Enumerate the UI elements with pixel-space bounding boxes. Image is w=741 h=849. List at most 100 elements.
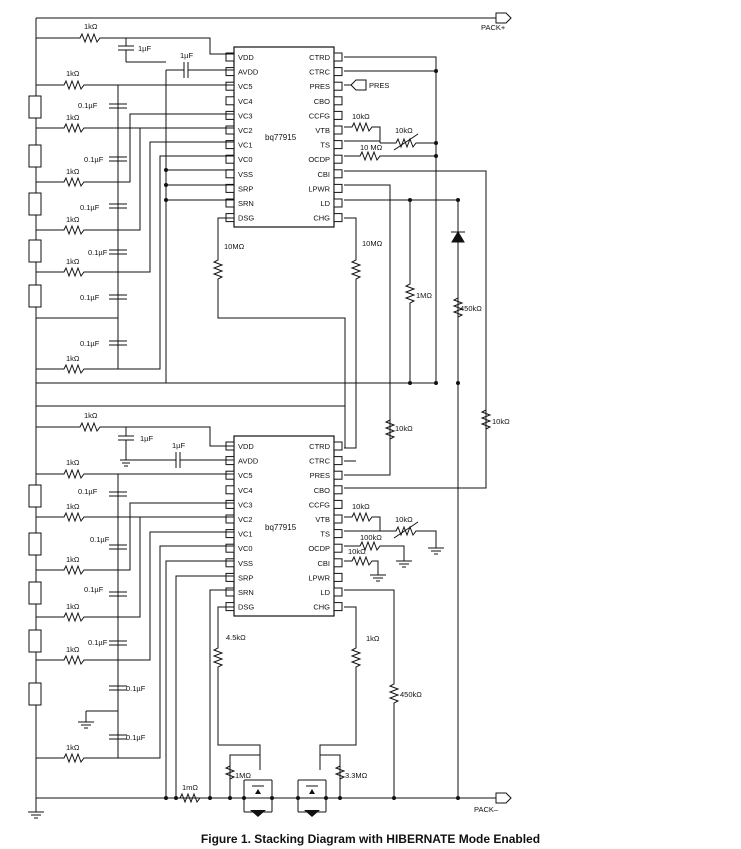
svg-text:1µF: 1µF <box>180 51 193 60</box>
svg-text:0.1µF: 0.1µF <box>80 293 100 302</box>
pin-label-ts: TS <box>320 141 330 150</box>
battery-cell <box>28 95 42 119</box>
battery-cell <box>28 284 42 308</box>
svg-text:10 MΩ: 10 MΩ <box>360 143 383 152</box>
pin-label-avdd: AVDD <box>238 457 259 466</box>
pin-box <box>225 154 235 164</box>
pin-label-vc3: VC3 <box>238 500 253 509</box>
pin-label-ccfg: CCFG <box>309 111 330 120</box>
pin-box <box>333 499 343 509</box>
battery-cell <box>28 532 42 556</box>
pin-label-vc0: VC0 <box>238 544 253 553</box>
pin-box <box>225 169 235 179</box>
pin-box <box>225 514 235 524</box>
pack-minus-label: PACK– <box>474 805 499 814</box>
pin-label-vtb: VTB <box>315 126 330 135</box>
pin-label-chg: CHG <box>313 214 330 223</box>
pin-box <box>225 96 235 106</box>
top-chip-name: bq77915 <box>265 133 297 142</box>
pin-label-lpwr: LPWR <box>308 184 330 193</box>
battery-cell <box>28 629 42 653</box>
pin-box <box>333 96 343 106</box>
pin-label-srp: SRP <box>238 184 253 193</box>
pin-box <box>333 213 343 223</box>
pin-box <box>225 52 235 62</box>
pin-label-vdd: VDD <box>238 53 254 62</box>
svg-text:1kΩ: 1kΩ <box>66 69 80 78</box>
svg-text:10kΩ: 10kΩ <box>352 112 370 121</box>
svg-text:1MΩ: 1MΩ <box>416 291 432 300</box>
svg-text:1kΩ: 1kΩ <box>66 257 80 266</box>
top-cell-stack: 1kΩ 1kΩ 1kΩ 1kΩ 1kΩ 1kΩ 1kΩ 0.1µF 0.1µF … <box>28 22 234 375</box>
svg-text:1µF: 1µF <box>172 441 185 450</box>
svg-text:10kΩ: 10kΩ <box>492 417 510 426</box>
pin-box <box>225 470 235 480</box>
pin-box <box>333 514 343 524</box>
pin-label-ocdp: OCDP <box>308 544 330 553</box>
pin-label-vtb: VTB <box>315 515 330 524</box>
pres-label: PRES <box>369 81 389 90</box>
bottom-chip: bq77915 <box>233 435 335 617</box>
svg-text:1kΩ: 1kΩ <box>366 634 380 643</box>
pin-box <box>333 558 343 568</box>
pin-label-ld: LD <box>320 199 330 208</box>
pin-label-vc4: VC4 <box>238 486 253 495</box>
pin-label-chg: CHG <box>313 603 330 612</box>
svg-text:1µF: 1µF <box>138 44 151 53</box>
ground-symbol <box>28 811 44 819</box>
pin-label-vc3: VC3 <box>238 111 253 120</box>
svg-text:3.3MΩ: 3.3MΩ <box>345 771 368 780</box>
pin-box <box>225 110 235 120</box>
pin-box <box>225 572 235 582</box>
pins-layer: VDDAVDDVC5VC4VC3VC2VC1VC0VSSSRPSRNDSGCTR… <box>225 52 343 612</box>
pin-box <box>333 456 343 466</box>
svg-text:10kΩ: 10kΩ <box>395 126 413 135</box>
svg-text:0.1µF: 0.1µF <box>126 733 146 742</box>
svg-text:1kΩ: 1kΩ <box>66 743 80 752</box>
figure-caption: Figure 1. Stacking Diagram with HIBERNAT… <box>200 832 541 846</box>
pin-label-ld: LD <box>320 588 330 597</box>
pin-label-vc4: VC4 <box>238 97 253 106</box>
svg-text:1MΩ: 1MΩ <box>235 771 251 780</box>
pin-box <box>225 81 235 91</box>
svg-text:1kΩ: 1kΩ <box>66 215 80 224</box>
pin-label-vss: VSS <box>238 170 253 179</box>
bottom-chip-name: bq77915 <box>265 523 297 532</box>
pin-box <box>333 587 343 597</box>
top-chip: bq77915 <box>233 46 335 228</box>
svg-text:1kΩ: 1kΩ <box>66 555 80 564</box>
svg-text:1kΩ: 1kΩ <box>66 645 80 654</box>
pin-label-ctrd: CTRD <box>309 442 330 451</box>
bottom-cell-stack: 1kΩ 1kΩ 1kΩ 1kΩ 1kΩ 1kΩ 1kΩ 0.1µF 0.1µF … <box>28 411 234 798</box>
svg-text:1kΩ: 1kΩ <box>66 602 80 611</box>
pin-box <box>333 154 343 164</box>
pin-label-srn: SRN <box>238 588 254 597</box>
pin-label-ctrc: CTRC <box>309 68 330 77</box>
battery-cell <box>28 192 42 216</box>
pin-box <box>225 587 235 597</box>
pin-box <box>333 110 343 120</box>
pin-label-cbo: CBO <box>314 486 330 495</box>
pin-box <box>333 125 343 135</box>
pack-plus-port: PACK+ <box>481 12 512 32</box>
pin-label-dsg: DSG <box>238 214 254 223</box>
pin-box <box>225 529 235 539</box>
svg-text:10MΩ: 10MΩ <box>224 242 245 251</box>
pack-plus-label: PACK+ <box>481 23 506 32</box>
svg-text:10kΩ: 10kΩ <box>395 515 413 524</box>
pin-box <box>333 485 343 495</box>
svg-text:0.1µF: 0.1µF <box>80 339 100 348</box>
battery-cell <box>28 239 42 263</box>
svg-text:1kΩ: 1kΩ <box>66 113 80 122</box>
svg-text:0.1µF: 0.1µF <box>84 155 104 164</box>
pin-label-cbo: CBO <box>314 97 330 106</box>
pin-box <box>333 169 343 179</box>
svg-text:1kΩ: 1kΩ <box>84 22 98 31</box>
pin-label-ctrc: CTRC <box>309 457 330 466</box>
pin-box <box>225 456 235 466</box>
pin-label-pres: PRES <box>310 82 330 91</box>
svg-text:0.1µF: 0.1µF <box>88 638 108 647</box>
svg-text:1kΩ: 1kΩ <box>84 411 98 420</box>
pin-box <box>225 543 235 553</box>
bottom-right-network: 10kΩ 10kΩ 100kΩ 10kΩ 450kΩ 1kΩ 4.5kΩ <box>212 460 444 798</box>
